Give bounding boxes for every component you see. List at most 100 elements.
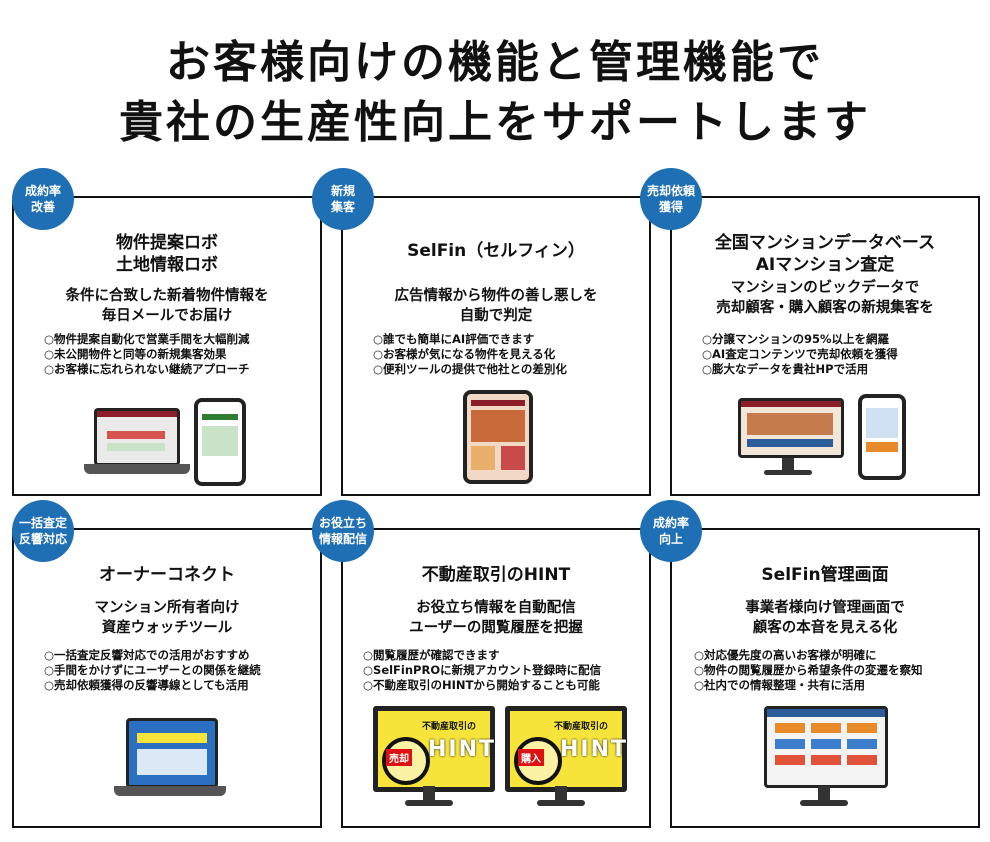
card-title: SelFin（セルフィン） <box>407 241 585 261</box>
feature-item: ○手間をかけずにユーザーとの関係を継続 <box>44 663 261 677</box>
monitor-foot <box>800 800 848 806</box>
hint-monitor-word: HINT <box>428 737 497 762</box>
feature-card-admin: SelFin管理画面 事業者様向け管理画面で 顧客の本音を見える化 ○対応優先度… <box>670 528 980 828</box>
card-subtitle: 事業者様向け管理画面で 顧客の本音を見える化 <box>745 600 905 636</box>
feature-item: ○膨大なデータを貴社HPで活用 <box>702 362 869 376</box>
screen-content-block <box>107 431 165 439</box>
badge-card-4: 一括査定 反響対応 <box>12 500 74 562</box>
monitor-foot <box>537 800 585 806</box>
badge-card-6: 成約率 向上 <box>640 500 702 562</box>
hint-monitor-word: HINT <box>560 737 629 762</box>
feature-item: ○不動産取引のHINTから開始することも可能 <box>363 678 600 692</box>
phone <box>858 394 906 480</box>
feature-item: ○SelFinPROに新規アカウント登録時に配信 <box>363 663 602 677</box>
feature-item: ○社内での情報整理・共有に活用 <box>694 678 866 692</box>
card-title: 物件提案ロボ 土地情報ロボ <box>116 233 218 275</box>
feature-list: ○閲覧履歴が確認できます ○SelFinPROに新規アカウント登録時に配信 ○不… <box>363 648 641 693</box>
tablet-photo <box>501 446 525 470</box>
card-subtitle: 条件に合致した新着物件情報を 毎日メールでお届け <box>65 288 269 324</box>
monitor-foot <box>764 470 812 475</box>
feature-item: ○閲覧履歴が確認できます <box>363 648 500 662</box>
feature-item: ○売却依頼獲得の反響導線としても活用 <box>44 678 249 692</box>
monitor-illustration <box>672 706 978 822</box>
screen-content-block <box>847 723 877 733</box>
phone-button <box>866 442 898 452</box>
laptop-screen <box>126 718 218 788</box>
phone <box>194 398 246 486</box>
feature-item: ○便利ツールの提供で他社との差別化 <box>373 362 567 376</box>
screen-content-block <box>107 443 165 451</box>
feature-card-selfin: SelFin（セルフィン） 広告情報から物件の善し悪しを 自動で判定 ○誰でも簡… <box>341 196 651 496</box>
feature-list: ○物件提案自動化で営業手間を大幅削減 ○未公開物件と同等の新規集客効果 ○お客様… <box>44 332 312 377</box>
feature-item: ○一括査定反響対応での活用がおすすめ <box>44 648 250 662</box>
feature-card-hint: 不動産取引のHINT お役立ち情報を自動配信 ユーザーの閲覧履歴を把握 ○閲覧履… <box>341 528 651 828</box>
screen-header-bar <box>767 709 885 717</box>
feature-card-owner-connect: オーナーコネクト マンション所有者向け 資産ウォッチツール ○一括査定反響対応で… <box>12 528 322 828</box>
monitor-foot <box>405 800 453 806</box>
feature-item: ○お客様が気になる物件を見える化 <box>373 347 556 361</box>
screen-content-block <box>775 739 805 749</box>
feature-item: ○分譲マンションの95%以上を網羅 <box>702 332 890 346</box>
card-title: 全国マンションデータベース AIマンション査定 <box>714 233 936 275</box>
screen-content-block <box>775 755 805 765</box>
feature-item: ○物件の閲覧履歴から希望条件の変遷を察知 <box>694 663 923 677</box>
tablet <box>463 390 533 484</box>
admin-monitor-screen <box>764 706 888 788</box>
badge-card-5: お役立ち 情報配信 <box>312 500 374 562</box>
monitor-screen <box>738 398 844 458</box>
screen-content-block <box>775 723 805 733</box>
tablet-illustration <box>343 390 649 486</box>
screen-content-block <box>847 755 877 765</box>
badge-card-1: 成約率 改善 <box>12 168 74 230</box>
feature-item: ○物件提案自動化で営業手間を大幅削減 <box>44 332 250 346</box>
card-subtitle: マンション所有者向け 資産ウォッチツール <box>94 600 240 636</box>
feature-item: ○AI査定コンテンツで売却依頼を獲得 <box>702 347 898 361</box>
feature-item: ○誰でも簡単にAI評価できます <box>373 332 535 346</box>
hint-monitor-sell: 不動産取引の 売却 HINT <box>373 706 495 792</box>
card-subtitle: マンションのビックデータで 売却顧客・購入顧客の新規集客を <box>716 280 934 316</box>
headline-line-2: 貴社の生産性向上をサポートします <box>119 97 871 148</box>
phone-content <box>866 408 898 438</box>
monitor-phone-illustration <box>672 394 978 488</box>
laptop-base <box>114 786 226 796</box>
screen-content-block <box>811 755 841 765</box>
card-title: SelFin管理画面 <box>761 565 889 585</box>
monitor-stand <box>423 786 435 800</box>
badge-card-3: 売却依頼 獲得 <box>640 168 702 230</box>
hint-monitor-tag: 売却 <box>386 749 412 766</box>
tablet-header <box>471 400 525 406</box>
screen-header-bar <box>741 401 841 407</box>
feature-list: ○分譲マンションの95%以上を網羅 ○AI査定コンテンツで売却依頼を獲得 ○膨大… <box>702 332 970 377</box>
card-title: オーナーコネクト <box>99 565 235 585</box>
headline-line-1: お客様向けの機能と管理機能で <box>166 37 824 88</box>
feature-list: ○誰でも簡単にAI評価できます ○お客様が気になる物件を見える化 ○便利ツールの… <box>373 332 641 377</box>
card-subtitle: 広告情報から物件の善し悪しを 自動で判定 <box>394 288 598 324</box>
phone-header <box>202 414 238 420</box>
feature-item: ○お客様に忘れられない継続アプローチ <box>44 362 250 376</box>
hint-monitor-buy: 不動産取引の 購入 HINT <box>505 706 627 792</box>
screen-header-bar <box>97 411 177 417</box>
monitor-stand <box>818 786 830 800</box>
screen-content-block <box>811 723 841 733</box>
laptop-screen <box>94 408 180 466</box>
laptop-phone-illustration <box>14 398 320 488</box>
card-subtitle: お役立ち情報を自動配信 ユーザーの閲覧履歴を把握 <box>409 600 583 636</box>
screen-content-block <box>137 749 207 775</box>
screen-content-block <box>847 739 877 749</box>
tablet-photo <box>471 410 525 442</box>
hint-monitors-illustration: 不動産取引の 売却 HINT 不動産取引の 購入 HINT <box>343 706 649 822</box>
feature-card-mansion-db: 全国マンションデータベース AIマンション査定 マンションのビックデータで 売却… <box>670 196 980 496</box>
feature-item: ○未公開物件と同等の新規集客効果 <box>44 347 227 361</box>
monitor-stand <box>555 786 567 800</box>
phone-content <box>202 426 238 456</box>
monitor-stand <box>782 458 794 470</box>
hint-monitor-tag: 購入 <box>518 749 544 766</box>
screen-content-block <box>747 439 833 447</box>
hint-monitor-title: 不動産取引の <box>422 722 477 732</box>
laptop-illustration <box>14 714 320 814</box>
screen-content-block <box>811 739 841 749</box>
card-title: 不動産取引のHINT <box>421 565 571 585</box>
screen-content-block <box>747 413 833 435</box>
screen-banner <box>137 733 207 743</box>
badge-card-2: 新規 集客 <box>312 168 374 230</box>
